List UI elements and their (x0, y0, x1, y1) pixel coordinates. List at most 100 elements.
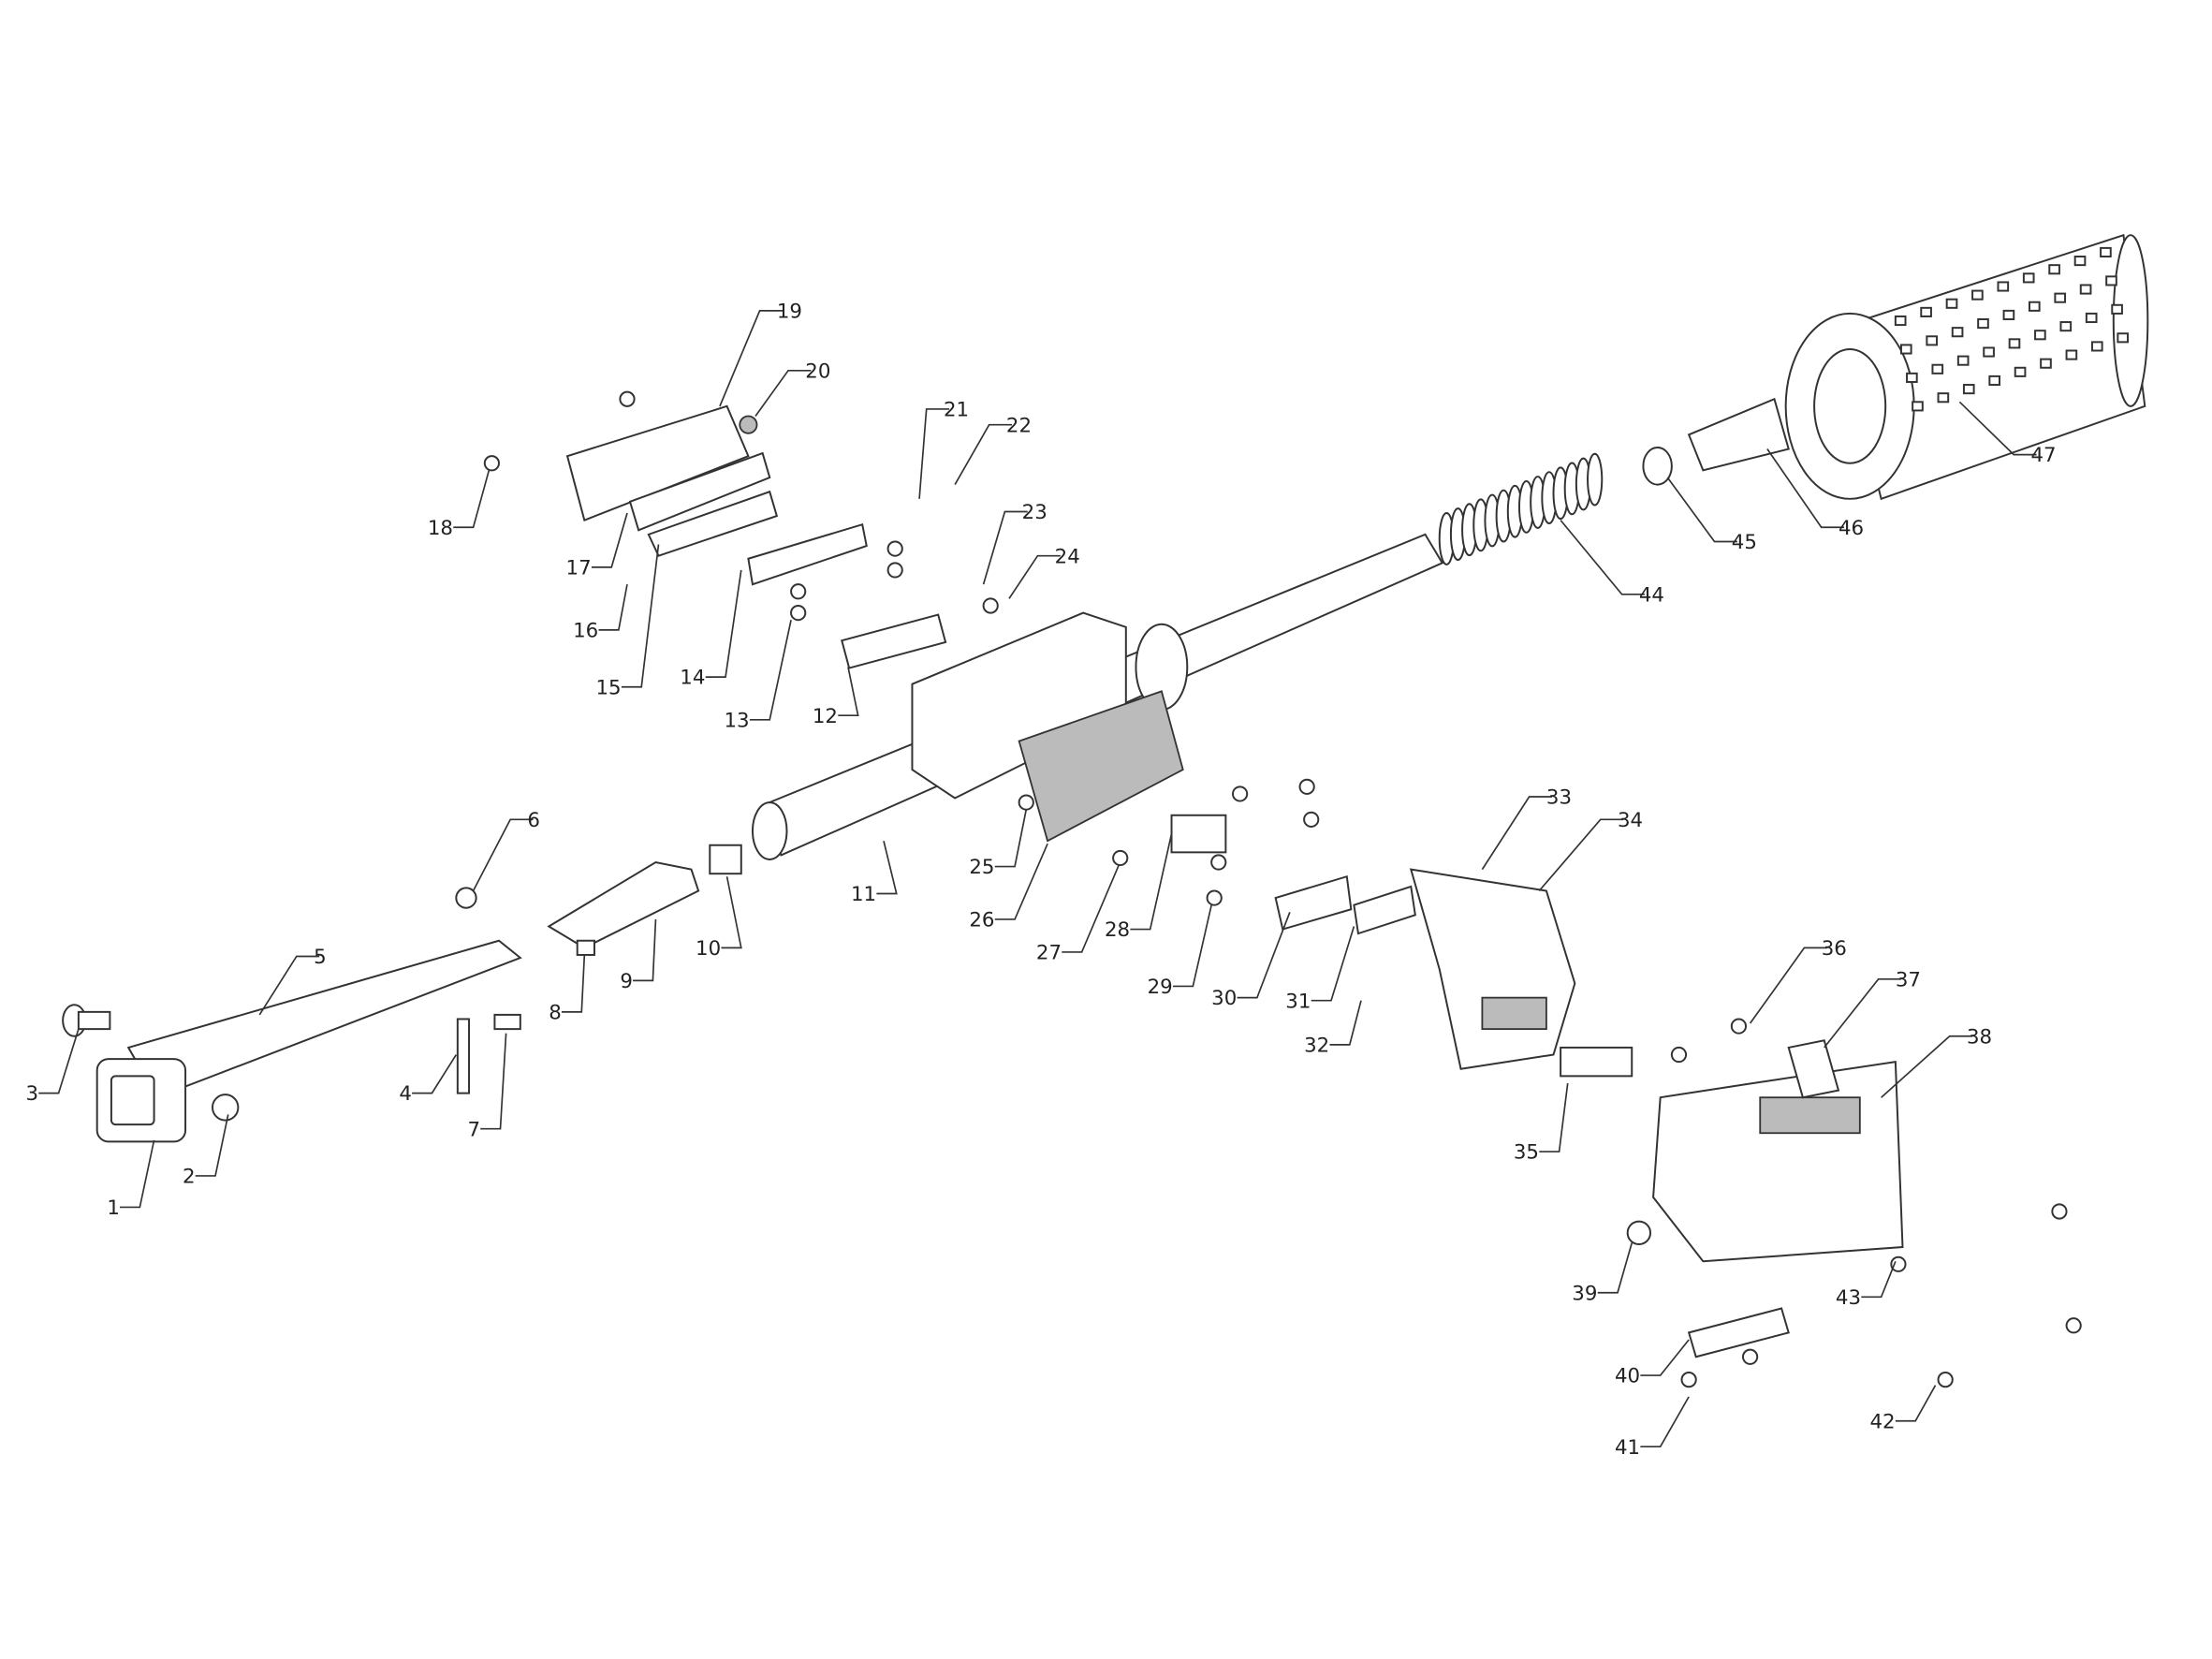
callout-39: 39 (1572, 1242, 1633, 1305)
end-cap-housing (1652, 1060, 1904, 1263)
part-number-label: 30 (1211, 987, 1237, 1010)
leader-line (591, 512, 628, 568)
part-number-label: 8 (549, 1001, 562, 1024)
screw-head (1231, 785, 1249, 802)
callout-26: 26 (969, 843, 1048, 932)
leader-line (1597, 1242, 1633, 1294)
leader-line (954, 423, 1013, 486)
callout-38: 38 (1881, 1025, 1992, 1098)
leader-line (1130, 833, 1173, 931)
leader-line (1311, 926, 1355, 1002)
leader-line (480, 1033, 507, 1130)
hex-nut (455, 887, 477, 909)
callout-40: 40 (1615, 1339, 1690, 1388)
part-number-label: 3 (26, 1082, 39, 1106)
long-bolt (456, 1018, 471, 1094)
spring (1438, 452, 1604, 565)
part-number-label: 31 (1285, 990, 1311, 1013)
callout-10: 10 (696, 876, 742, 961)
leader-line (918, 408, 950, 499)
leader-line (472, 818, 534, 891)
part-number-label: 7 (467, 1118, 480, 1141)
part-number-label: 44 (1639, 583, 1664, 607)
part-number-label: 27 (1036, 942, 1062, 965)
grip-dot (1920, 306, 1932, 317)
part-number-label: 33 (1546, 786, 1572, 810)
part-number-label: 9 (620, 970, 633, 993)
screw-head (619, 390, 636, 407)
callout-45: 45 (1666, 477, 1757, 554)
grip-dot (1937, 392, 1950, 404)
pin-shaft (77, 1010, 111, 1031)
callout-5: 5 (258, 946, 327, 1016)
screw-head (2051, 1203, 2068, 1220)
tube-end (751, 801, 788, 860)
part-number-label: 36 (1822, 937, 1847, 961)
grip-dot (2022, 272, 2035, 284)
part-number-label: 29 (1148, 976, 1173, 999)
leader-line (1173, 904, 1212, 988)
leader-line (1861, 1260, 1897, 1299)
screw-head (1303, 811, 1320, 828)
switch-housing (1409, 868, 1576, 1070)
leader-line (258, 955, 320, 1016)
screw-head (886, 540, 903, 557)
part-number-label: 41 (1615, 1436, 1640, 1460)
grip-dot (1912, 401, 1924, 412)
leader-line (1766, 448, 1845, 529)
leader-line (1749, 947, 1827, 1024)
screw-head (483, 455, 500, 472)
part-number-label: 24 (1055, 545, 1080, 568)
part-number-label: 15 (596, 676, 622, 699)
plug (1626, 1220, 1652, 1245)
part-number-label: 26 (969, 909, 994, 932)
grip-dot (2100, 246, 2112, 258)
grip-dot (2028, 301, 2041, 312)
pawl-assembly (547, 860, 700, 949)
leader-line (1008, 554, 1061, 599)
display-cover (565, 404, 750, 521)
grip-dot (2111, 303, 2123, 315)
grip-dot (2048, 264, 2060, 275)
leader-line (994, 809, 1028, 868)
grip-dot (1906, 372, 1918, 383)
label-strip (841, 613, 947, 669)
grip-dot (2054, 292, 2067, 303)
part-number-label: 16 (573, 619, 598, 642)
grip-dot (2117, 332, 2130, 344)
part-number-label: 42 (1869, 1410, 1895, 1433)
callout-17: 17 (566, 512, 628, 580)
grip-dot (1945, 298, 1958, 309)
leader-line (994, 843, 1048, 920)
screw-head (1741, 1348, 1759, 1365)
grip-dot (1977, 318, 1989, 330)
leader-line (195, 1114, 229, 1177)
leader-line (1640, 1339, 1690, 1376)
grip-dot (2002, 309, 2015, 320)
screw-head (1018, 794, 1034, 811)
grip-texture (1894, 246, 2130, 412)
part-number-label: 38 (1967, 1025, 1992, 1049)
leader-line (1824, 978, 1901, 1049)
small-pin (576, 939, 595, 956)
screw-head (1890, 1255, 1907, 1272)
leader-line (1481, 796, 1552, 871)
screw-head (1210, 854, 1227, 871)
leader-line (705, 569, 742, 678)
display-gasket (628, 451, 771, 532)
callout-2: 2 (183, 1114, 229, 1189)
leader-line (754, 369, 812, 418)
part-number-label: 21 (944, 399, 969, 422)
leader-line (1958, 401, 2037, 456)
callout-28: 28 (1105, 833, 1173, 942)
callout-36: 36 (1749, 937, 1847, 1024)
callout-20: 20 (754, 360, 830, 418)
callout-32: 32 (1304, 1000, 1362, 1057)
callout-21: 21 (918, 399, 969, 499)
callout-15: 15 (596, 544, 660, 699)
callout-7: 7 (467, 1033, 507, 1141)
callout-16: 16 (573, 584, 628, 642)
button (739, 415, 758, 434)
leader-line (749, 620, 792, 721)
